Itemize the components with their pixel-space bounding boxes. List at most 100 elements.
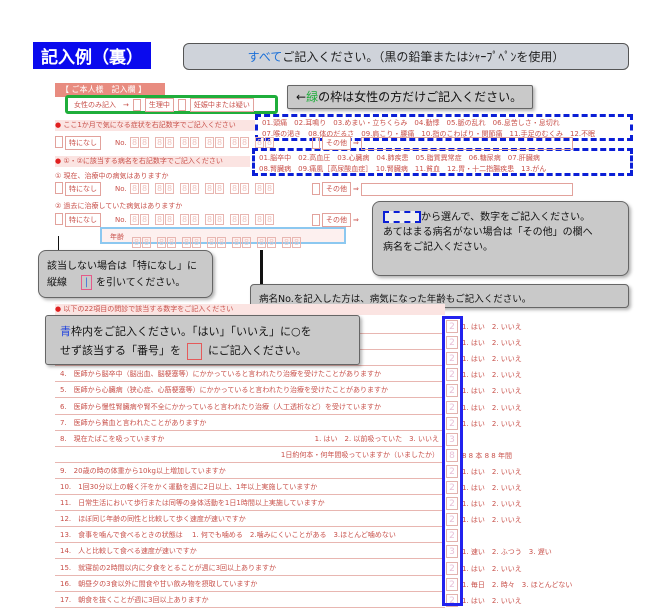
answer-box[interactable]: 2 bbox=[446, 497, 458, 511]
digit-box[interactable]: 8 bbox=[167, 237, 176, 248]
digit-box[interactable]: 8 bbox=[142, 237, 151, 248]
digit-box[interactable]: 8 bbox=[207, 237, 216, 248]
other-input[interactable] bbox=[360, 136, 573, 150]
answer-box[interactable]: 2 bbox=[446, 384, 458, 398]
digit-box[interactable]: 8 bbox=[190, 137, 199, 148]
digit-box[interactable]: 8 bbox=[240, 137, 249, 148]
digit-box[interactable]: 8 bbox=[230, 183, 239, 194]
answer-box[interactable]: 2 bbox=[446, 464, 458, 478]
digit-box[interactable]: 8 bbox=[132, 237, 141, 248]
question-text: 14. 人と比較して食べる速度が速いですか bbox=[60, 547, 197, 556]
checkbox-box[interactable] bbox=[55, 182, 63, 194]
answer-box[interactable]: 2 bbox=[446, 416, 458, 430]
digit-box[interactable]: 8 bbox=[140, 137, 149, 148]
digit-box[interactable]: 8 bbox=[190, 183, 199, 194]
checkbox-box[interactable] bbox=[55, 213, 63, 225]
digit-box[interactable]: 8 bbox=[215, 137, 224, 148]
none-checkbox[interactable]: 特になし bbox=[55, 213, 101, 227]
digit-box[interactable]: 8 bbox=[140, 183, 149, 194]
digit-box[interactable]: 8 bbox=[205, 183, 214, 194]
option-pregnancy: 妊娠中または疑い bbox=[189, 97, 254, 112]
answer-box[interactable]: 3 bbox=[446, 432, 458, 446]
answer-box[interactable]: 2 bbox=[446, 400, 458, 414]
digit-box[interactable]: 8 bbox=[155, 183, 164, 194]
digit-box[interactable]: 8 bbox=[217, 237, 226, 248]
no-label: No. bbox=[115, 139, 127, 147]
digit-box[interactable]: 8 bbox=[130, 183, 139, 194]
digit-box[interactable]: 8 bbox=[157, 237, 166, 248]
digit-box[interactable]: 8 bbox=[242, 237, 251, 248]
digit-box[interactable]: 8 bbox=[155, 214, 164, 225]
answer-box[interactable]: 2 bbox=[446, 320, 458, 333]
none-checkbox[interactable]: 特になし bbox=[55, 182, 101, 196]
digit-box[interactable]: 8 bbox=[240, 214, 249, 225]
digit-box[interactable]: 8 bbox=[267, 237, 276, 248]
question-text: 6. 医師から慢性腎臓病や腎不全にかかっていると言われたり治療（人工透析など）を… bbox=[60, 402, 381, 411]
digit-box[interactable]: 8 bbox=[265, 214, 274, 225]
answer-box[interactable]: 2 bbox=[446, 336, 458, 350]
answer-options: 1. はい 2. いいえ bbox=[462, 371, 522, 380]
banner-highlight: すべて bbox=[247, 50, 283, 64]
answer-box[interactable]: 3 bbox=[446, 545, 458, 559]
digit-box[interactable]: 8 bbox=[180, 183, 189, 194]
digit-box[interactable]: 8 bbox=[230, 137, 239, 148]
digit-box[interactable]: 8 bbox=[255, 183, 264, 194]
digit-box[interactable]: 8 bbox=[180, 214, 189, 225]
digit-box[interactable]: 8 bbox=[255, 214, 264, 225]
digit-box[interactable]: 8 bbox=[130, 214, 139, 225]
digit-box[interactable]: 8 bbox=[180, 137, 189, 148]
answer-box[interactable]: 8 bbox=[446, 448, 458, 462]
other-checkbox[interactable] bbox=[312, 137, 320, 149]
other-checkbox[interactable] bbox=[312, 214, 320, 226]
question-text: 10. 1回30分以上の軽く汗をかく運動を週に2日以上、1年以上実施していますか bbox=[60, 483, 318, 491]
other-checkbox[interactable] bbox=[312, 183, 320, 195]
answer-box[interactable]: 2 bbox=[446, 368, 458, 382]
callout-green-text: の枠は女性の方だけご記入ください。 bbox=[318, 90, 523, 104]
digit-box[interactable]: 8 bbox=[215, 214, 224, 225]
digit-box[interactable]: 8 bbox=[240, 183, 249, 194]
none-label: 特になし bbox=[65, 182, 101, 196]
digit-box[interactable]: 8 bbox=[165, 183, 174, 194]
digit-box[interactable]: 8 bbox=[255, 137, 264, 148]
answer-box[interactable]: 2 bbox=[446, 561, 458, 575]
none-checkbox[interactable]: 特になし bbox=[55, 136, 101, 150]
checkbox-pregnancy[interactable] bbox=[177, 98, 186, 111]
symptom-list-1: 01.頭痛 02.耳鳴り 03.めまい・立ちくらみ 04.動悸 05.脈の乱れ … bbox=[262, 119, 560, 127]
other-input[interactable] bbox=[360, 182, 573, 196]
digit-box[interactable]: 8 bbox=[205, 214, 214, 225]
digit-box[interactable]: 8 bbox=[205, 137, 214, 148]
answer-box[interactable]: 2 bbox=[446, 513, 458, 527]
digit-box[interactable]: 8 bbox=[232, 237, 241, 248]
digit-box[interactable]: 8 bbox=[265, 137, 274, 148]
disease-list-2: 08.腎臓病 09.痛風［高尿酸血症］ 10.腎臓病 11.貧血 12.胃・十二… bbox=[259, 165, 547, 173]
callout-none-line2: を引いてください。 bbox=[96, 277, 186, 289]
digit-box[interactable]: 8 bbox=[265, 183, 274, 194]
answer-box[interactable]: 2 bbox=[446, 352, 458, 366]
arrow-text: ← bbox=[296, 90, 307, 104]
digit-box[interactable]: 8 bbox=[182, 237, 191, 248]
digit-box[interactable]: 8 bbox=[165, 137, 174, 148]
digit-box[interactable]: 8 bbox=[282, 237, 291, 248]
digit-box[interactable]: 8 bbox=[215, 183, 224, 194]
checkbox-menstruation[interactable] bbox=[132, 98, 141, 111]
digit-box[interactable]: 8 bbox=[130, 137, 139, 148]
checkbox-box[interactable] bbox=[55, 136, 63, 148]
digit-box[interactable]: 8 bbox=[230, 214, 239, 225]
digit-box[interactable]: 8 bbox=[257, 237, 266, 248]
digit-box[interactable]: 8 bbox=[165, 214, 174, 225]
dashed-box-sample bbox=[383, 211, 421, 223]
digit-box[interactable]: 8 bbox=[192, 237, 201, 248]
answer-box[interactable]: 2 bbox=[446, 529, 458, 543]
digit-box[interactable]: 8 bbox=[155, 137, 164, 148]
answer-box[interactable]: 2 bbox=[446, 577, 458, 591]
answer-options: 1. はい 2. いいえ bbox=[462, 500, 522, 509]
answer-box[interactable]: 2 bbox=[446, 481, 458, 494]
digit-box[interactable]: 8 bbox=[190, 214, 199, 225]
symptom-list-2: 07.喉の渇き 08.体のだるさ 09.肩こり・腰痛 10.指のこわばり・関節痛… bbox=[262, 130, 596, 138]
digit-box[interactable]: 8 bbox=[292, 237, 301, 248]
disease-prompt: ①・②に該当する病名を右記数字でご記入ください bbox=[55, 156, 250, 167]
digit-box[interactable]: 8 bbox=[140, 214, 149, 225]
